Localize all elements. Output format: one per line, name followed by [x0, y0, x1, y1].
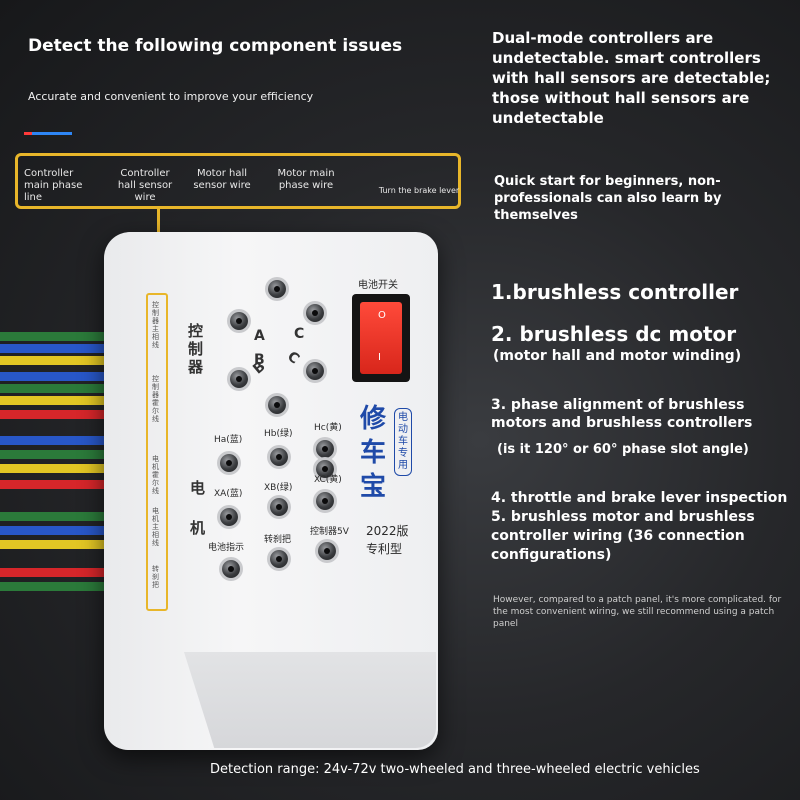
jack-hc[interactable] — [316, 440, 334, 458]
headline: Detect the following component issues — [28, 36, 403, 56]
wire-green — [0, 384, 140, 393]
feature-3: 3. phase alignment of brushless motors a… — [491, 397, 753, 431]
side-label-frame: 控制器主相线 控制器霍尔线 电机霍尔线 电机主相线 转刹把 — [146, 293, 168, 611]
brand-subtitle: 电动车专用 — [394, 408, 412, 476]
phase-letter-a: A — [254, 328, 265, 344]
motor-label: 电机 — [190, 479, 206, 537]
phase-letter-c: C — [294, 326, 305, 342]
jack-controller-center[interactable] — [268, 396, 286, 414]
accent-bar — [24, 132, 72, 135]
wire-blue — [0, 344, 140, 353]
hall-label-xa: XA(蓝) — [214, 489, 243, 499]
version-label: 2022版 — [366, 524, 409, 538]
jack-hb[interactable] — [270, 448, 288, 466]
wire-blue — [0, 436, 140, 445]
hall-label-ha: Ha(蓝) — [214, 435, 243, 445]
jack-controller-5v[interactable] — [318, 542, 336, 560]
hall-label-hc: Hc(黄) — [314, 423, 342, 433]
patch-panel-note: However, compared to a patch panel, it's… — [493, 595, 782, 629]
tester-device: A B C C B 控制器 电机 Ha(蓝) Hb(绿) Hc(黄) XA(蓝)… — [104, 232, 438, 750]
jack-controller-a[interactable] — [268, 280, 286, 298]
battery-switch[interactable]: O I — [360, 302, 402, 374]
jack-xa[interactable] — [220, 508, 238, 526]
callout-label-motor-main-phase: Motor main phase wire — [277, 168, 335, 191]
detection-range: Detection range: 24v-72v two-wheeled and… — [210, 762, 700, 777]
feature-4-5: 4. throttle and brake lever inspection 5… — [491, 490, 788, 563]
wire-green — [0, 512, 140, 521]
jack-controller-c[interactable] — [306, 362, 324, 380]
callout-label-controller-hall: Controller hall sensor wire — [117, 168, 173, 203]
wire-green — [0, 332, 140, 341]
feature-2-detail: (motor hall and motor winding) — [493, 348, 742, 364]
wire-yellow — [0, 464, 140, 473]
callout-label-controller-main-phase: Controller main phase line — [24, 168, 83, 203]
side-label-motor-hall: 电机霍尔线 — [152, 455, 159, 495]
hall-label-xc: XC(黄) — [314, 475, 342, 485]
controller-label: 控制器 — [188, 322, 204, 376]
wire-red — [0, 410, 140, 419]
wire-red — [0, 568, 140, 577]
wire-red — [0, 480, 140, 489]
wire-yellow — [0, 540, 140, 549]
jack-controller-left[interactable] — [230, 312, 248, 330]
side-label-controller-hall: 控制器霍尔线 — [152, 375, 159, 423]
dual-mode-note: Dual-mode controllers are undetectable. … — [492, 29, 771, 127]
wire-blue — [0, 526, 140, 535]
feature-1: 1.brushless controller — [491, 280, 739, 304]
side-label-motor-phase: 电机主相线 — [152, 507, 159, 547]
feature-3-detail: (is it 120° or 60° phase slot angle) — [497, 442, 749, 457]
jack-xc[interactable] — [316, 492, 334, 510]
wire-green — [0, 582, 140, 591]
hall-label-hb: Hb(绿) — [264, 429, 293, 439]
jack-controller-b[interactable] — [230, 370, 248, 388]
quick-start-note: Quick start for beginners, non-professio… — [494, 174, 722, 223]
label-battery-indicator: 电池指示 — [208, 543, 245, 553]
wire-callout-frame: Controller main phase line Controller ha… — [15, 153, 461, 209]
device-bevel — [184, 652, 436, 748]
phase-letter-b-2: B — [254, 352, 265, 368]
battery-switch-label: 电池开关 — [358, 280, 398, 291]
wire-green — [0, 450, 140, 459]
brand-name: 修车宝 — [359, 404, 386, 502]
callout-label-motor-hall: Motor hall sensor wire — [193, 168, 251, 191]
jack-ha[interactable] — [220, 454, 238, 472]
model-label: 专利型 — [366, 542, 403, 556]
callout-label-brake-lever: Turn the brake lever — [378, 186, 460, 195]
battery-switch-housing: O I — [352, 294, 410, 382]
label-throttle-brake: 转刹把 — [264, 535, 292, 545]
side-label-brake: 转刹把 — [152, 565, 159, 589]
jack-throttle-brake[interactable] — [270, 550, 288, 568]
switch-on-mark: I — [378, 352, 381, 363]
jack-battery-indicator[interactable] — [222, 560, 240, 578]
jack-controller-right[interactable] — [306, 304, 324, 322]
label-controller-5v: 控制器5V — [310, 527, 349, 537]
jack-xb[interactable] — [270, 498, 288, 516]
hall-label-xb: XB(绿) — [264, 483, 293, 493]
feature-2: 2. brushless dc motor — [491, 322, 737, 346]
subheadline: Accurate and convenient to improve your … — [28, 90, 314, 103]
wire-yellow — [0, 396, 140, 405]
wire-yellow — [0, 356, 140, 365]
switch-off-mark: O — [378, 310, 386, 321]
side-label-controller-phase: 控制器主相线 — [152, 301, 159, 349]
wire-blue — [0, 372, 140, 381]
jack-hc-2[interactable] — [316, 460, 334, 478]
